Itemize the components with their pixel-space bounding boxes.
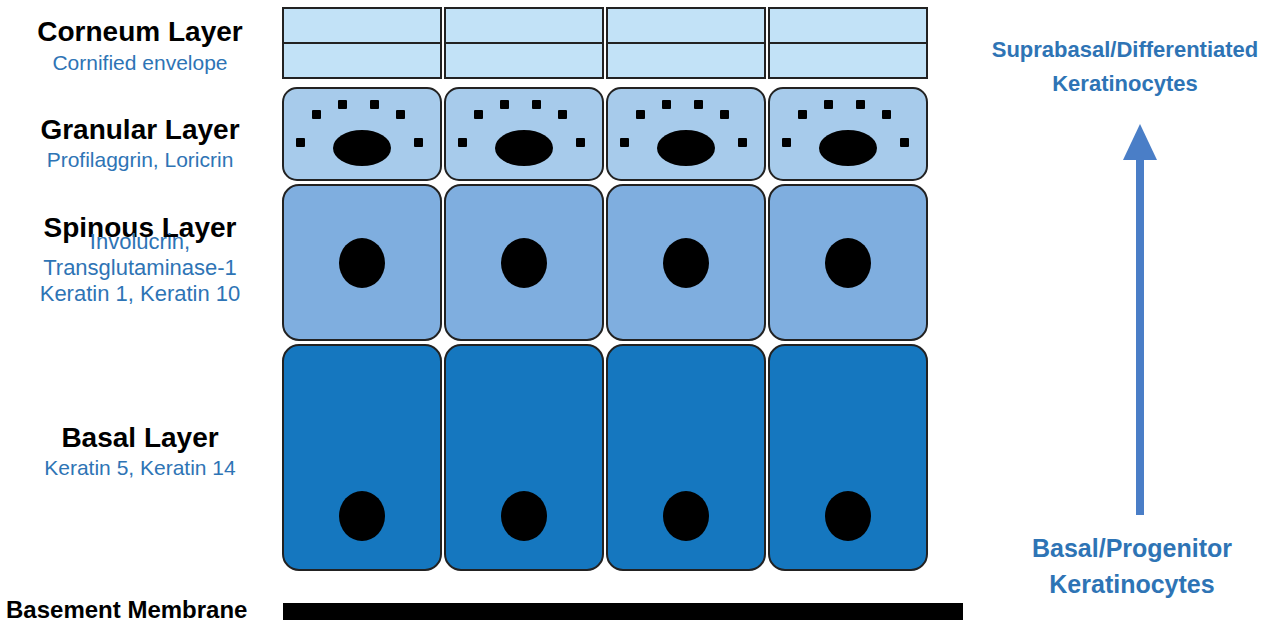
- corneum-cell: [283, 8, 441, 43]
- basal-cell: [769, 345, 927, 570]
- granular-cell: [445, 88, 603, 180]
- marker-list: Cornified envelope: [5, 50, 275, 75]
- keratohyalin-granule: [694, 100, 703, 109]
- keratohyalin-granule: [882, 110, 891, 119]
- keratohyalin-granule: [296, 138, 305, 147]
- basal-cell: [607, 345, 765, 570]
- nucleus: [819, 130, 877, 166]
- marker-list: Keratin 5, Keratin 14: [5, 455, 275, 480]
- granular-cell: [769, 88, 927, 180]
- nucleus: [657, 130, 715, 166]
- basement-membrane-bar: [283, 603, 963, 620]
- keratohyalin-granule: [458, 138, 467, 147]
- spinous-cell: [445, 185, 603, 340]
- basal-cell: [283, 345, 441, 570]
- corneum-cell: [607, 43, 765, 78]
- marker-list: Involucrin, Transglutaminase-1 Keratin 1…: [15, 229, 265, 307]
- nucleus: [825, 238, 871, 288]
- membrane-label: Basement Membrane: [6, 597, 278, 623]
- keratohyalin-granule: [500, 100, 509, 109]
- corneum-cell: [445, 43, 603, 78]
- keratohyalin-granule: [370, 100, 379, 109]
- keratohyalin-granule: [620, 138, 629, 147]
- layer-name: Granular Layer: [5, 113, 275, 147]
- nucleus: [339, 238, 385, 288]
- keratohyalin-granule: [798, 110, 807, 119]
- nucleus: [663, 491, 709, 541]
- nucleus: [663, 238, 709, 288]
- nucleus: [501, 491, 547, 541]
- keratohyalin-granule: [856, 100, 865, 109]
- keratohyalin-granule: [824, 100, 833, 109]
- keratohyalin-granule: [900, 138, 909, 147]
- keratohyalin-granule: [532, 100, 541, 109]
- keratohyalin-granule: [782, 138, 791, 147]
- keratohyalin-granule: [414, 138, 423, 147]
- keratohyalin-granule: [576, 138, 585, 147]
- corneum-cell: [283, 43, 441, 78]
- basal-cell: [445, 345, 603, 570]
- keratohyalin-granule: [738, 138, 747, 147]
- keratohyalin-granule: [558, 110, 567, 119]
- corneum-cell: [769, 8, 927, 43]
- layer-name: Corneum Layer: [5, 15, 275, 49]
- keratohyalin-granule: [474, 110, 483, 119]
- cell-state-label: Basal/Progenitor Keratinocytes: [992, 530, 1272, 603]
- keratohyalin-granule: [312, 110, 321, 119]
- keratohyalin-granule: [636, 110, 645, 119]
- nucleus: [333, 130, 391, 166]
- arrow-shaft: [1136, 158, 1144, 515]
- nucleus: [501, 238, 547, 288]
- marker-list: Profilaggrin, Loricrin: [5, 147, 275, 172]
- layer-name: Basal Layer: [5, 421, 275, 455]
- granular-cell: [283, 88, 441, 180]
- corneum-cell: [445, 8, 603, 43]
- spinous-cell: [607, 185, 765, 340]
- spinous-cell: [283, 185, 441, 340]
- arrow-head: [1123, 124, 1157, 160]
- spinous-cell: [769, 185, 927, 340]
- keratohyalin-granule: [338, 100, 347, 109]
- keratohyalin-granule: [720, 110, 729, 119]
- corneum-cell: [607, 8, 765, 43]
- cell-state-label: Suprabasal/Differentiated Keratinocytes: [975, 33, 1275, 101]
- granular-cell: [607, 88, 765, 180]
- nucleus: [825, 491, 871, 541]
- corneum-cell: [769, 43, 927, 78]
- nucleus: [495, 130, 553, 166]
- keratohyalin-granule: [662, 100, 671, 109]
- nucleus: [339, 491, 385, 541]
- keratohyalin-granule: [396, 110, 405, 119]
